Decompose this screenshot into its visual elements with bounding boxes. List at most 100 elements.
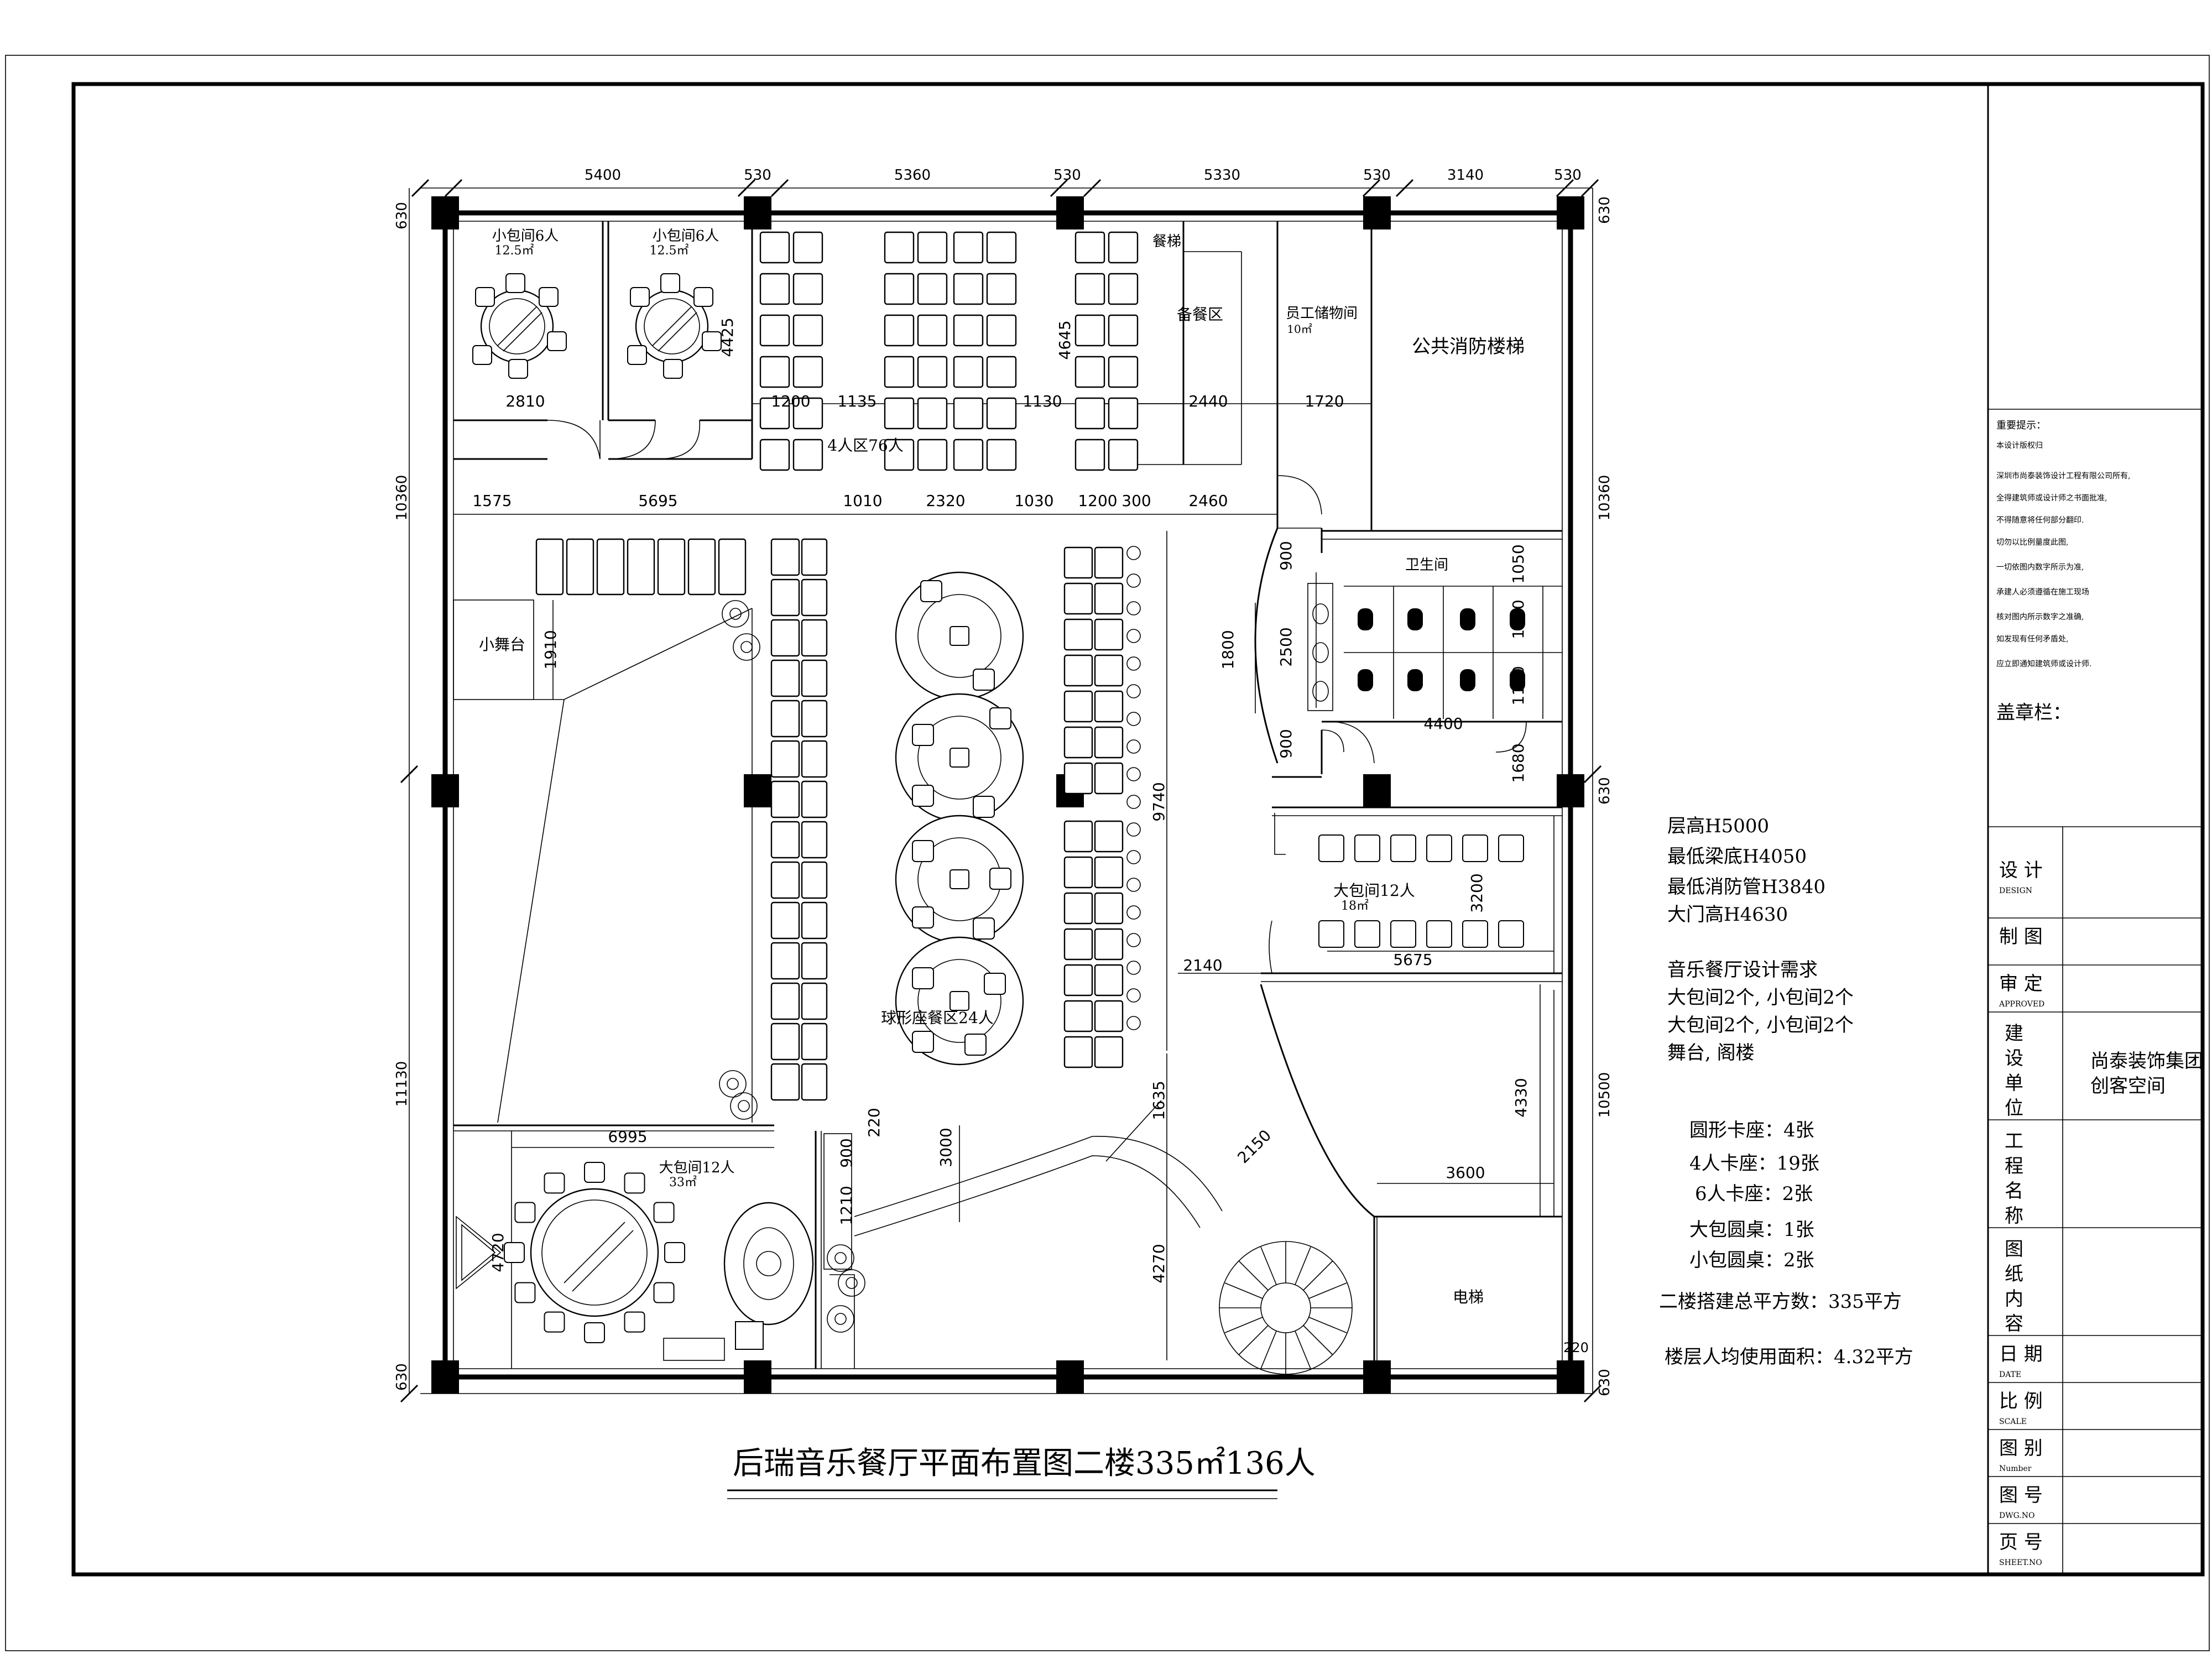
booth-seat [1094,690,1124,723]
room-label-storage: 员工储物间 [1286,305,1358,322]
booth-seat [801,982,828,1020]
approve-en-label: APPROVED [1999,1000,2044,1009]
dim-label: 900 [1277,729,1295,758]
room-area-small-1: 12.5㎡ [495,243,534,258]
plant-icon [1126,933,1141,947]
tip-line: 承建人必须遵循在施工现场 [1996,587,2089,597]
dim-label: 5330 [1204,167,1240,184]
dim-label: 1575 [472,492,512,510]
note-count-5: 小包圆桌：2张 [1689,1249,1814,1271]
booth-seat [1074,439,1105,471]
room-label-large-2: 大包间12人 [659,1160,734,1176]
room-area-storage: 10㎡ [1287,322,1312,336]
room-label-prep: 备餐区 [1177,305,1223,324]
booth-seat [770,538,800,576]
booth-seat [1063,928,1093,961]
dim-label: 5400 [585,167,621,184]
tip-line: 深圳市尚泰装饰设计工程有限公司所有, [1996,471,2130,481]
plant-icon [738,1100,750,1112]
plant-icon [846,1277,858,1289]
booth-seat [1063,582,1093,615]
plant-icon [1126,822,1141,837]
plant-icon [1126,795,1141,809]
dim-label: 10360 [394,475,410,521]
room-label-booth-area: 4人区76人 [827,436,903,455]
booth-seat [917,356,948,388]
booth-seat [759,231,790,264]
dim-label: 1130 [1022,392,1062,410]
booth-seat [986,273,1017,305]
design-en-label: DESIGN [1999,886,2032,895]
booth-seat [1063,726,1093,759]
booth-seat [792,231,823,264]
booth-seat [986,356,1017,388]
tips-title: 重要提示： [1996,420,2046,431]
booth-seat [770,821,800,859]
chair [584,1322,605,1343]
plant-icon [827,1244,854,1272]
builder-label: 建设单位 [2005,1022,2023,1119]
plant-icon [1126,601,1141,615]
booth-seat [1063,654,1093,687]
booth-seat [770,700,800,738]
note-count-2: 4人卡座：19张 [1689,1152,1819,1175]
dim-label: 5360 [894,167,931,184]
booth-seat [792,356,823,388]
booth-seat [1063,546,1093,579]
plant-icon [1126,739,1141,754]
booth-seat [917,231,948,264]
dim-label: 10500 [1597,1072,1613,1118]
room-label-large-1: 大包间12人 [1333,881,1415,900]
room-label-elevator: 电梯 [1453,1288,1484,1306]
booth-seat [1074,356,1105,388]
note-total-area: 二楼搭建总平方数：335平方 [1659,1291,1902,1313]
plant-icon [719,1070,747,1098]
dim-label: 6995 [608,1128,647,1146]
chair [1462,920,1488,948]
builder-line-2: 创客空间 [2090,1075,2166,1097]
booth-seat [884,273,915,305]
booth-seat [953,356,984,388]
booth-seat [1108,314,1139,347]
booth-seat [953,439,984,471]
chair [653,1282,675,1303]
booth-seat [801,1022,828,1061]
booth-seat [917,397,948,430]
booth-seat [770,1063,800,1101]
large-private-room-table [456,1162,814,1350]
booth-seat [986,439,1017,471]
booth-seat [1094,892,1124,925]
booth-seat [1094,726,1124,759]
plant-icon [834,1313,847,1325]
room-label-toilet: 卫生间 [1405,557,1448,573]
booth-seat [770,619,800,657]
plant-icon [827,1305,854,1333]
booth-seat [986,314,1017,347]
dwg-en-label: DWG.NO [1999,1511,2034,1520]
plant-icon [1126,1016,1141,1030]
booth-seat [770,780,800,818]
booth-seat [1074,273,1105,305]
booth-seat [801,821,828,859]
dim-label: 3140 [1447,167,1484,184]
note-beam: 最低梁底H4050 [1667,846,1807,868]
scale-label: 比 例 [1999,1390,2043,1412]
booth-seat [953,314,984,347]
room-label-small-2: 小包间6人 [653,228,719,244]
booth-seat [770,1022,800,1061]
dim-label: 4425 [718,317,737,357]
dim-label: 4400 [1423,714,1463,733]
room-label-dumbwaiter: 餐梯 [1152,233,1181,250]
booth-seat [953,397,984,430]
plant-icon [722,600,749,628]
booth-seat [1108,397,1139,430]
chair [1354,834,1380,862]
booth-seat [1063,1036,1093,1068]
chair [1426,834,1452,862]
booth-seat [884,231,915,264]
booth-seat [801,578,828,617]
note-floor-height: 层高H5000 [1667,815,1769,837]
room-label-fire-stair: 公共消防楼梯 [1412,336,1525,358]
note-req-2: 大包间2个, 小包间2个 [1667,1014,1854,1036]
